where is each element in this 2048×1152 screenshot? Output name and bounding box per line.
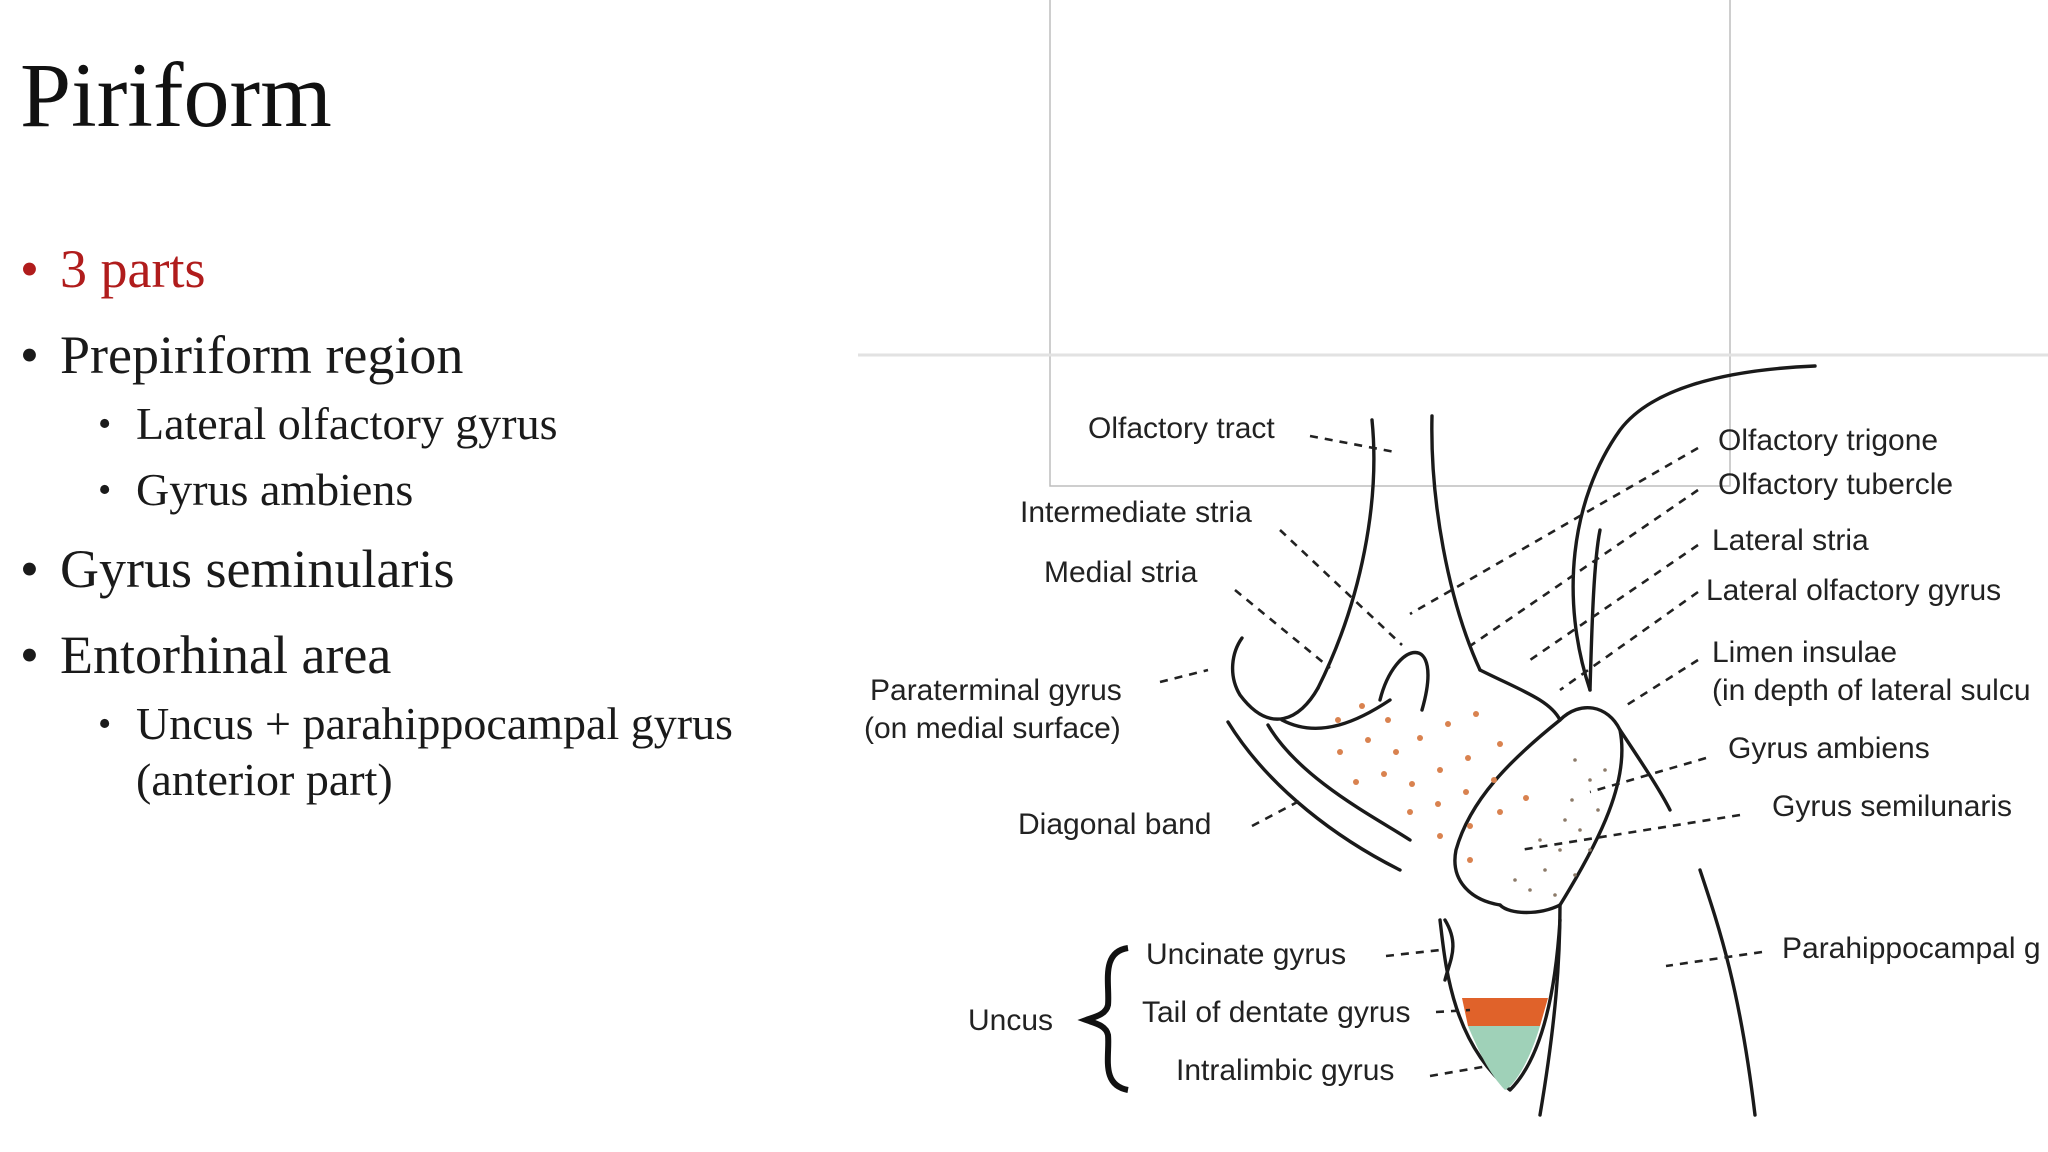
bullet-text: Uncus + parahippocampal gyrus (anterior … xyxy=(136,698,733,805)
tail-of-dentate-band xyxy=(1462,998,1548,1026)
label-olfactory-trigone: Olfactory trigone xyxy=(1718,424,1938,457)
bullet-text: Prepiriform region xyxy=(60,325,464,385)
label-gyrus-semilunaris: Gyrus semilunaris xyxy=(1772,790,2012,823)
bullet-list: • 3 parts • Prepiriform region • Lateral ol… xyxy=(20,236,820,818)
label-tail-of-dentate-gyrus: Tail of dentate gyrus xyxy=(1142,996,1411,1029)
sub-bullet-item: • Uncus + parahippocampal gyrus (anterior… xyxy=(98,696,836,808)
slide-title: Piriform xyxy=(20,44,332,146)
label-paraterminal-note: (on medial surface) xyxy=(864,712,1121,745)
label-uncinate-gyrus: Uncinate gyrus xyxy=(1146,938,1346,971)
sub-bullet-item: • Gyrus ambiens xyxy=(98,462,820,518)
bullet-text: Gyrus ambiens xyxy=(136,464,414,515)
bullet-text: Lateral olfactory gyrus xyxy=(136,398,558,449)
frame-box xyxy=(1049,0,1731,487)
sub-bullet-item: • Lateral olfactory gyrus xyxy=(98,396,820,452)
bullet-item: • Prepiriform region xyxy=(20,322,820,388)
bullet-text: Entorhinal area xyxy=(60,625,392,685)
label-lateral-olfactory-gyrus: Lateral olfactory gyrus xyxy=(1706,574,2001,607)
label-gyrus-ambiens: Gyrus ambiens xyxy=(1728,732,1930,765)
label-uncus: Uncus xyxy=(968,1004,1053,1037)
olfactory-tubercle-dots xyxy=(1335,703,1529,863)
intralimbic-region xyxy=(1468,1026,1540,1090)
label-paraterminal-gyrus: Paraterminal gyrus xyxy=(870,674,1122,707)
bullet-item: • Entorhinal area xyxy=(20,622,820,688)
label-parahippocampal: Parahippocampal g xyxy=(1782,932,2041,965)
label-olfactory-tract: Olfactory tract xyxy=(1088,412,1275,445)
bullet-text: 3 parts xyxy=(60,239,206,299)
brain-outline xyxy=(1226,364,1817,1117)
gyrus-ambiens-stipple xyxy=(1513,758,1607,897)
bullet-text: Gyrus seminularis xyxy=(60,539,455,599)
bullet-dot: • xyxy=(98,403,112,445)
label-olfactory-tubercle: Olfactory tubercle xyxy=(1718,468,1953,501)
label-lateral-stria: Lateral stria xyxy=(1712,524,1869,557)
bullet-dot: • xyxy=(20,325,39,385)
label-limen-insulae-note: (in depth of lateral sulcu xyxy=(1712,674,2031,707)
bullet-dot: • xyxy=(20,625,39,685)
uncus-brace xyxy=(1077,945,1129,1093)
bullet-dot: • xyxy=(98,469,112,511)
label-medial-stria: Medial stria xyxy=(1044,556,1198,589)
bullet-item: • 3 parts xyxy=(20,236,820,302)
label-limen-insulae: Limen insulae xyxy=(1712,636,1897,669)
label-intralimbic-gyrus: Intralimbic gyrus xyxy=(1176,1054,1394,1087)
leader-lines xyxy=(1159,434,1763,1078)
bullet-dot: • xyxy=(20,539,39,599)
bullet-dot: • xyxy=(98,703,112,745)
bullet-item: • Gyrus seminularis xyxy=(20,536,820,602)
label-diagonal-band: Diagonal band xyxy=(1018,808,1212,841)
label-intermediate-stria: Intermediate stria xyxy=(1020,496,1252,529)
bullet-dot: • xyxy=(20,239,39,299)
